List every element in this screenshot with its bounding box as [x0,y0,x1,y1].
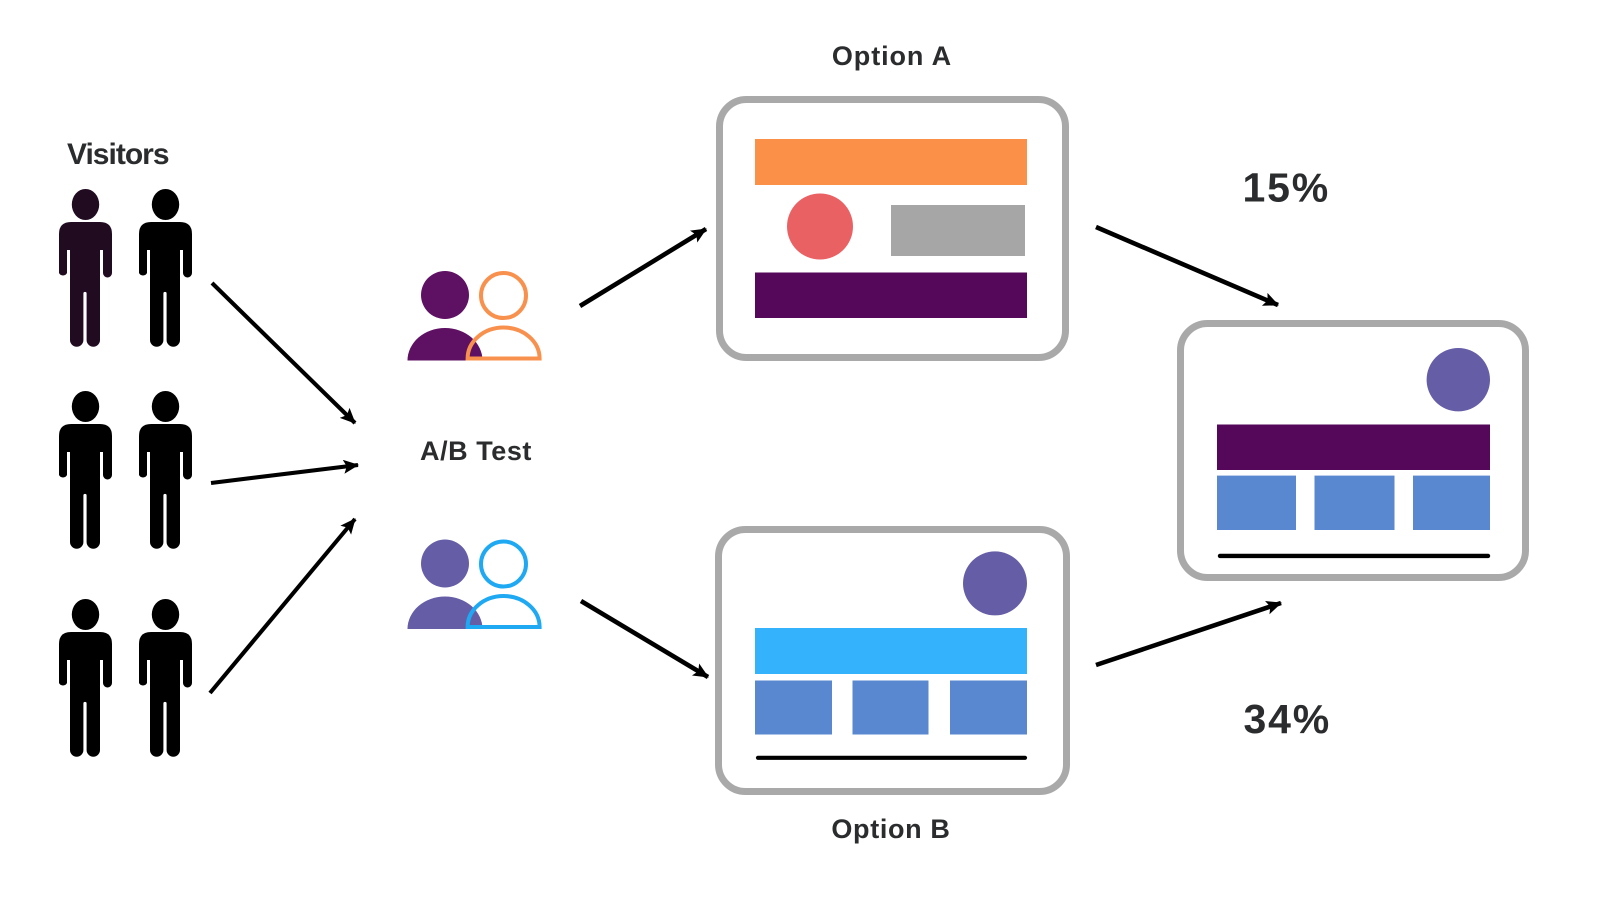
svg-text:Visitors: Visitors [67,138,169,171]
svg-text:A/B Test: A/B Test [420,436,532,466]
svg-text:Option A: Option A [832,41,952,71]
svg-text:Option B: Option B [831,814,950,844]
svg-text:34%: 34% [1244,696,1331,742]
svg-text:15%: 15% [1243,165,1330,211]
